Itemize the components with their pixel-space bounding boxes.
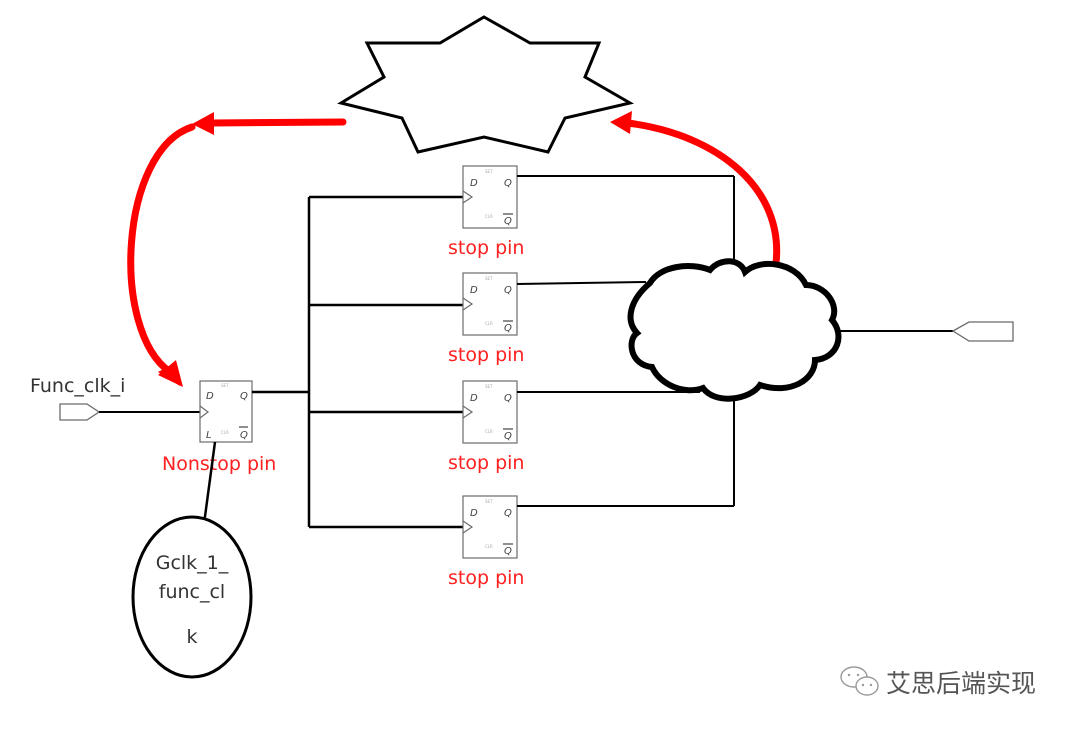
ff-clock-triangle (462, 297, 474, 311)
input-port-func-clk-i (59, 403, 200, 421)
ff-pin-clr: CLR (221, 430, 229, 435)
ff-pin-q: Q (504, 393, 512, 404)
ff-pin-set: SET (485, 384, 493, 389)
stop-flip-flop: D Q Q SET CLR stop pin (448, 495, 524, 589)
ff-clock-triangle (462, 190, 474, 204)
ff-pin-d: D (470, 508, 478, 519)
ff-pin-clr: CLR (485, 544, 493, 549)
nonstop-pin-label: Nonstop pin (162, 453, 276, 475)
ff-pin-q: Q (504, 508, 512, 519)
ff-pin-set: SET (485, 276, 493, 281)
clock-gen-ellipse: Gclk_1_ func_cl k (131, 515, 253, 679)
stop-flip-flop: D Q Q SET CLR stop pin (448, 165, 524, 259)
watermark: 艾思后端实现 (840, 666, 1036, 698)
ff-clock-triangle (462, 405, 474, 419)
stop-pin-label: stop pin (448, 344, 524, 366)
ff-pin-qbar: Q (504, 546, 512, 557)
ff-pin-q: Q (240, 391, 248, 402)
ff-pin-d: D (470, 178, 478, 189)
ff-body (462, 165, 518, 229)
ff-clock-triangle (462, 520, 474, 534)
ellipse-text-line-2: func_cl (159, 581, 225, 603)
feedback-arrow-left (127, 112, 347, 387)
feedback-arrow-right (610, 111, 781, 267)
clock-tree-wires (252, 195, 463, 529)
ff-pin-set: SET (485, 499, 493, 504)
ff-pin-set: SET (485, 169, 493, 174)
ellipse-text-line-3: k (186, 626, 197, 648)
ff-pin-qbar: Q (504, 323, 512, 334)
output-port (840, 321, 1014, 342)
ff-pin-qbar: Q (240, 430, 248, 441)
ff-pin-clr: CLR (485, 429, 493, 434)
ff-pin-qbar: Q (504, 431, 512, 442)
starburst-shape (337, 15, 635, 154)
ff-pin-d: D (470, 393, 478, 404)
ff-pin-qbar: Q (504, 216, 512, 227)
ff-pin-q: Q (504, 285, 512, 296)
ellipse-text-line-1: Gclk_1_ (156, 552, 229, 574)
ff-pin-d: D (206, 391, 214, 402)
watermark-text: 艾思后端实现 (886, 669, 1036, 698)
nonstop-flip-flop: D Q Q L SET CLR (199, 380, 253, 443)
ff-pin-q: Q (504, 178, 512, 189)
stop-flip-flop: D Q Q SET CLR stop pin (448, 380, 524, 474)
ff-pin-set: SET (221, 383, 229, 388)
ff-pin-clr: CLR (485, 214, 493, 219)
stop-pin-label: stop pin (448, 452, 524, 474)
wechat-icon (840, 666, 879, 696)
ff-pin-clk: L (206, 430, 212, 441)
clock-gen-wire (202, 441, 217, 525)
cloud-shape (627, 258, 842, 402)
input-port-label: Func_clk_i (30, 375, 125, 397)
stop-flip-flop: D Q Q SET CLR stop pin (448, 272, 524, 366)
ff-pin-d: D (470, 285, 478, 296)
ff-pin-clr: CLR (485, 321, 493, 326)
stop-pin-label: stop pin (448, 237, 524, 259)
stop-pin-label: stop pin (448, 567, 524, 589)
ff-output-wires (516, 175, 735, 507)
